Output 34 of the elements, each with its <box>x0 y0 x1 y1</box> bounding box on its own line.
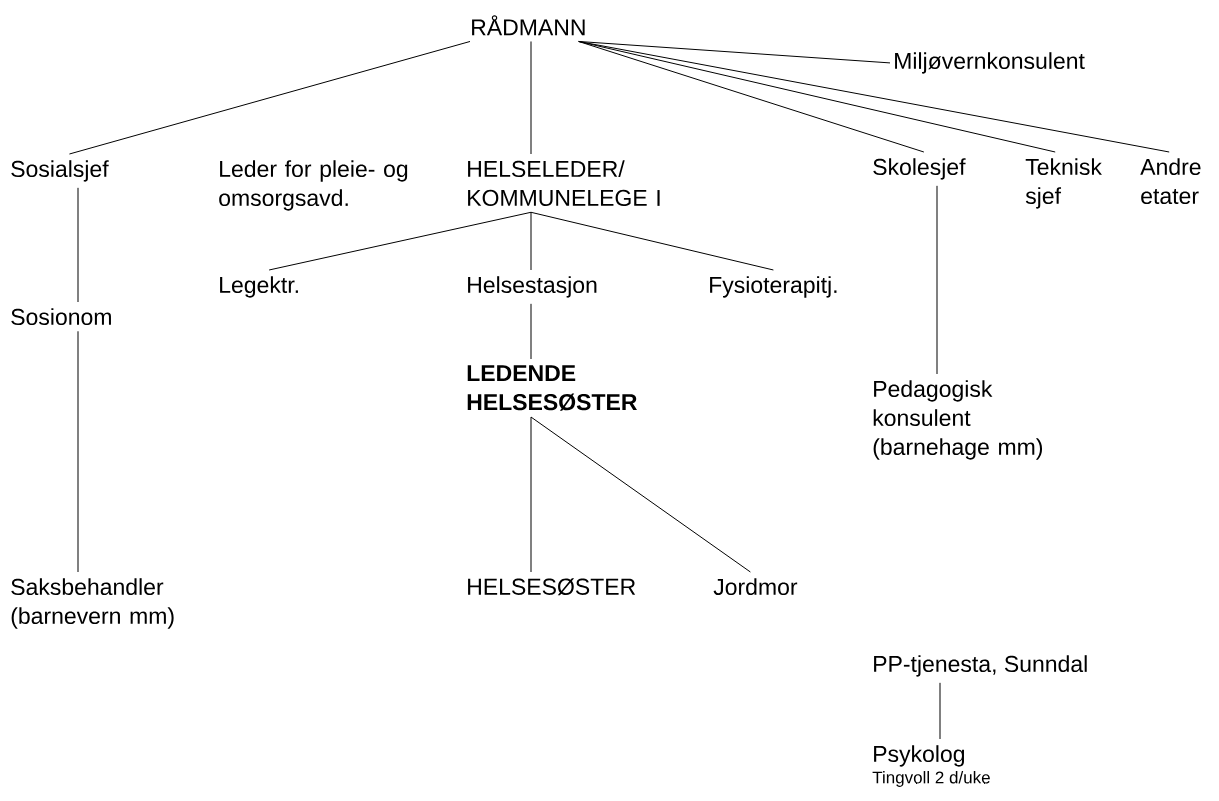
connector-line <box>77 330 79 573</box>
connector-line <box>268 211 532 271</box>
position-label: Legektr. <box>220 276 298 298</box>
position-label: Saksbehandler (barnevern mm) <box>11 578 174 629</box>
position-label: Psykolog <box>874 745 965 767</box>
connector-line <box>578 40 1056 153</box>
position-label: Andre etater <box>1140 158 1201 205</box>
connector-line <box>530 211 774 271</box>
connector-line <box>530 303 532 360</box>
connector-line <box>530 416 532 573</box>
connector-line <box>530 40 532 155</box>
position-label: HELSESØSTER <box>468 578 636 596</box>
position-label: Pedagogisk konsulent (barnehage mm) <box>873 380 1043 460</box>
position-label: RÅDMANN <box>472 15 585 36</box>
connector-line <box>77 187 79 303</box>
position-label: Jordmor <box>713 578 798 596</box>
connector-line <box>939 682 941 740</box>
position-label: LEDENDE HELSESØSTER <box>467 365 637 411</box>
position-label: Sosionom <box>11 308 111 326</box>
connector-line <box>530 416 751 573</box>
position-label: Teknisk sjef <box>1025 158 1102 209</box>
position-label: Sosialsjef <box>11 160 109 182</box>
connector-line <box>530 211 532 271</box>
position-label: Helsestasjon <box>468 276 597 298</box>
position-label: HELSELEDER/ KOMMUNELEGE I <box>468 160 660 207</box>
connector-line <box>936 185 938 375</box>
position-label: Leder for pleie- og omsorgsavd. <box>219 160 408 211</box>
position-label: Miljøvernkonsulent <box>895 52 1085 74</box>
position-label: Skolesjef <box>873 158 966 180</box>
position-label: PP-tjenesta, Sunndal <box>874 655 1087 677</box>
note-text: Tingvoll 2 d/uke <box>872 771 990 787</box>
connector-line <box>68 40 471 155</box>
connector-line <box>578 40 1170 153</box>
position-label: Fysioterapitj. <box>710 276 837 298</box>
